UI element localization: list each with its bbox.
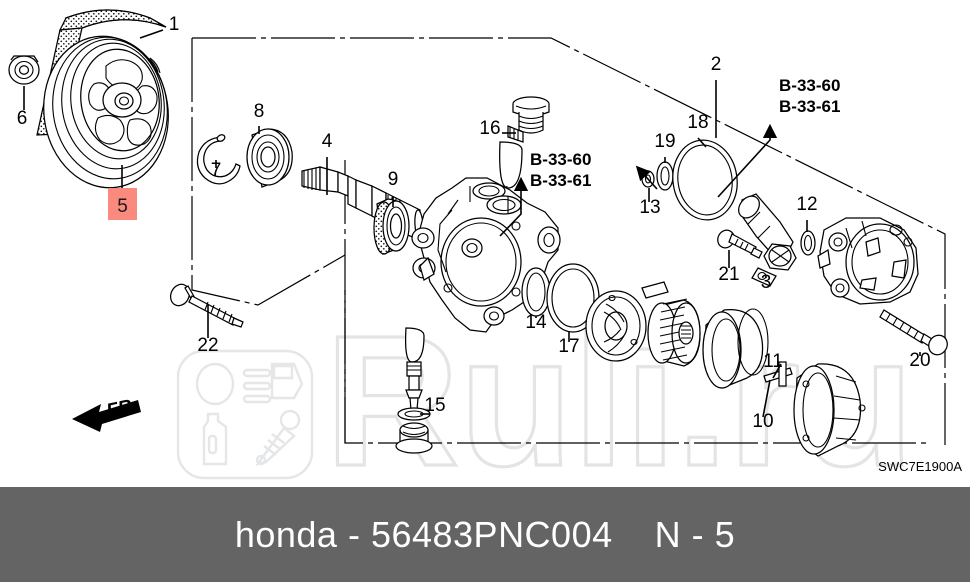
callout-3: 3: [761, 272, 772, 293]
callout-20: 20: [909, 350, 930, 371]
callout-15: 15: [424, 395, 445, 416]
callout-21: 21: [718, 264, 739, 285]
callout-2: 2: [711, 54, 722, 75]
pump-internal-parts: [585, 281, 866, 457]
leader-1: [139, 29, 164, 39]
watermark-logo: [176, 349, 314, 480]
fr-orientation-arrow: FR.: [72, 395, 141, 432]
part-20-bolt: [879, 309, 948, 356]
part-12-seal: [800, 230, 816, 256]
reference-code-b3361-left: B-33-61: [530, 171, 591, 190]
callout-18: 18: [687, 112, 708, 133]
callout-17: 17: [558, 336, 579, 357]
callout-13: 13: [639, 197, 660, 218]
part-19-o-ring: [656, 161, 674, 191]
highlight-box-part-5[interactable]: [108, 188, 137, 220]
arrow-13-indicator: [635, 165, 658, 190]
callout-6: 6: [17, 108, 28, 129]
part-21-bolt: [717, 229, 763, 259]
part-7-snap-ring: [196, 134, 241, 185]
callout-19: 19: [654, 131, 675, 152]
reference-code-b3360-left: B-33-60: [530, 150, 591, 169]
arrow-to-ref-right: [717, 123, 778, 198]
callout-7: 7: [211, 160, 222, 181]
part-15-washer-bolt: [395, 327, 433, 454]
callout-22: 22: [197, 335, 218, 356]
reference-arrows: [499, 123, 778, 237]
diagram-code: SWC7E1900A: [878, 459, 962, 474]
leader-10: [762, 379, 771, 418]
part-9-bearing: [373, 198, 410, 255]
pump-body-right: [817, 217, 919, 305]
part-6-nut: [8, 55, 40, 85]
callout-numbers: 1 2 3 4 6 7 8 9 10 11 12 13 14 15 16 17 …: [17, 14, 931, 432]
part-14-o-ring: [521, 267, 551, 317]
highlight-label-part-5: 5: [117, 196, 128, 217]
callout-14: 14: [525, 312, 547, 333]
callout-8: 8: [254, 101, 265, 122]
callout-10: 10: [752, 411, 773, 432]
diagram-canvas: Ruli.ru: [8, 9, 963, 487]
part-5-pulley: [36, 9, 169, 189]
part-3-union-joint: [738, 193, 797, 287]
arrow-to-ref-left: [499, 176, 529, 237]
footer-part-label: honda - 56483PNC004 N - 5: [234, 513, 736, 555]
reference-code-b3360-right: B-33-60: [779, 76, 840, 95]
part-22-flange-bolt: [169, 283, 244, 328]
reference-code-b3361-right: B-33-61: [779, 97, 840, 116]
callout-9: 9: [388, 169, 399, 190]
part-18-o-ring-large: [672, 139, 738, 221]
footer-bar: honda - 56483PNC004 N - 5: [0, 487, 970, 582]
callout-1: 1: [169, 14, 180, 35]
callout-5: 5: [117, 196, 128, 217]
exploded-parts-drawing: Ruli.ru: [8, 9, 962, 487]
callout-4: 4: [322, 131, 333, 152]
leader-18: [697, 137, 707, 148]
fr-label: FR.: [105, 395, 139, 422]
callout-12: 12: [796, 194, 817, 215]
leader-11: [772, 363, 782, 379]
callout-16: 16: [479, 118, 500, 139]
part-8-bearing: [246, 128, 293, 188]
reference-code-labels: B-33-60 B-33-61 B-33-60 B-33-61: [530, 76, 840, 190]
callout-11: 11: [763, 351, 783, 372]
